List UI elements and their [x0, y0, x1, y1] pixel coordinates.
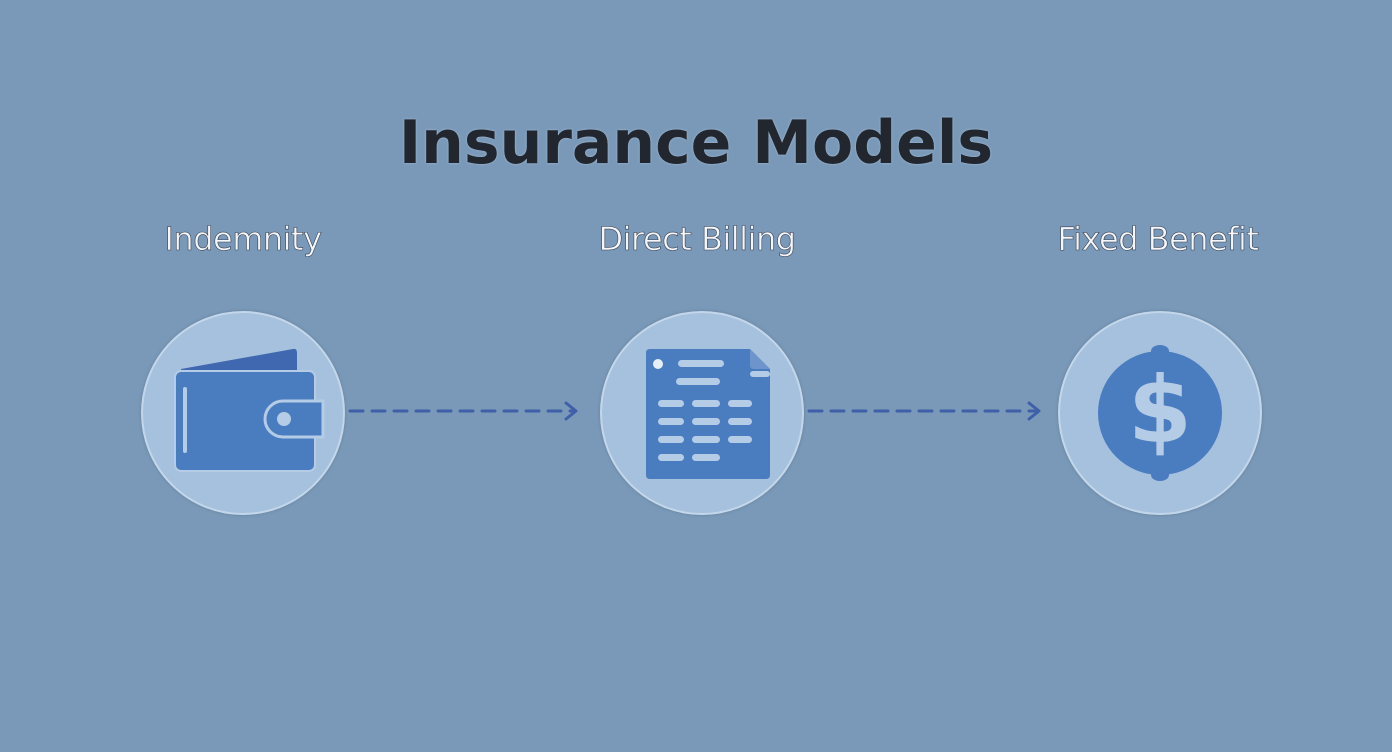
dollar-coin-icon: $ — [1098, 345, 1222, 481]
wallet-icon — [174, 348, 325, 472]
model-label-fixed-benefit: Fixed Benefit — [1057, 220, 1259, 259]
invoice-document-icon — [646, 349, 770, 479]
model-label-direct-billing: Direct Billing — [598, 220, 796, 259]
diagram-title: Insurance Models — [398, 108, 994, 178]
direct-billing-node — [600, 311, 804, 515]
svg-text:$: $ — [1128, 357, 1192, 464]
fixed-benefit-node: $ — [1058, 311, 1262, 515]
connector-arrow-2 — [807, 401, 1041, 421]
model-label-indemnity: Indemnity — [164, 220, 322, 259]
indemnity-node — [141, 311, 345, 515]
connector-arrow-1 — [348, 401, 578, 421]
